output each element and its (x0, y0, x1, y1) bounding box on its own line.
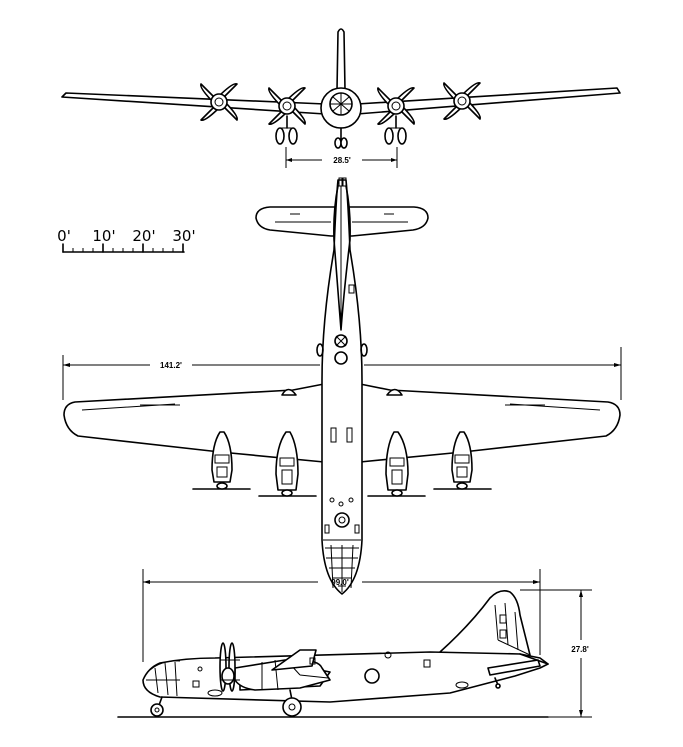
plan-view: 141.2' (62, 177, 622, 595)
side-view-nose-gear (150, 696, 164, 717)
side-view: 99.0' 27.8' (117, 569, 592, 718)
height-dimension-label: 27.8' (571, 645, 589, 654)
scale-tick-0: 0' (57, 227, 71, 245)
front-view-tail-fin (336, 28, 346, 91)
front-view-main-gear-left (275, 115, 298, 145)
front-view-main-gear-right (384, 115, 407, 145)
side-view-tail-bumper (494, 677, 501, 689)
front-view-propeller-inner-right (376, 86, 416, 126)
height-dimension: 27.8' (520, 589, 592, 718)
tread-dimension-label: 28.5' (333, 156, 351, 165)
front-view-propeller-inner-left (267, 86, 307, 126)
wingspan-dimension-label: 141.2' (160, 361, 182, 370)
scale-bar: 0' 10' 20' 30' (57, 227, 196, 253)
front-view: 28.5' (61, 28, 621, 168)
plan-view-nacelle-outer-left (192, 431, 251, 490)
scale-tick-20: 20' (132, 227, 155, 245)
wingspan-dimension: 141.2' (62, 347, 622, 400)
plan-view-glazed-nose (323, 539, 361, 592)
scale-tick-30: 30' (172, 227, 195, 245)
length-dimension-label: 99.0' (331, 578, 349, 587)
front-view-propeller-outer-right (442, 81, 482, 121)
front-view-propeller-outer-left (199, 82, 239, 122)
tread-dimension: 28.5' (285, 147, 398, 168)
side-view-fuselage (142, 651, 549, 703)
plan-view-nacelle-inner-left (258, 431, 317, 497)
side-view-main-gear (282, 689, 302, 717)
plan-view-nacelle-outer-right (433, 431, 492, 490)
side-view-sighting-blister (364, 668, 380, 684)
plan-view-fuselage (321, 179, 363, 595)
length-dimension: 99.0' (142, 569, 541, 662)
scale-tick-10: 10' (92, 227, 115, 245)
side-view-propellers (219, 642, 240, 692)
plan-view-nacelle-inner-right (367, 431, 426, 497)
